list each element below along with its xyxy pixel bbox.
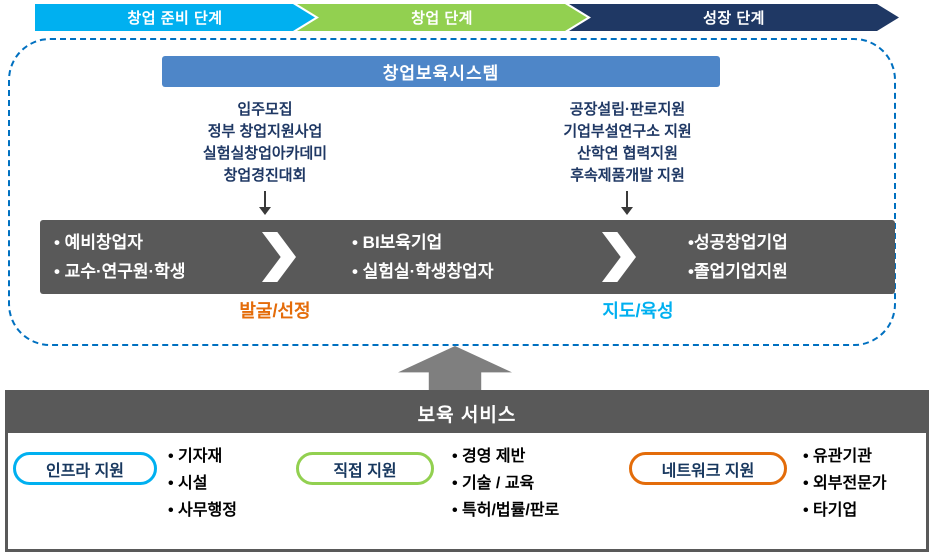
infra-support-items: • 기자재 • 시설 • 사무행정 bbox=[168, 443, 237, 524]
services-title-bar: 보육 서비스 bbox=[8, 393, 926, 433]
pipeline-stage-candidates: • 예비창업자 • 교수·연구원·학생 bbox=[54, 228, 185, 286]
service-item: • 타기업 bbox=[803, 502, 858, 519]
incubation-system-container bbox=[8, 38, 896, 346]
service-item: • 외부전문가 bbox=[803, 475, 887, 492]
network-support-badge: 네트워크 지원 bbox=[629, 452, 787, 485]
program-line: 기업부설연구소 지원 bbox=[563, 123, 692, 140]
service-item: • 사무행정 bbox=[168, 502, 237, 519]
stage-startup-label: 창업 단계 bbox=[411, 10, 473, 27]
pipeline-line: •성공창업기업 bbox=[688, 233, 788, 252]
program-line: 공장설립·판로지원 bbox=[569, 101, 686, 118]
service-item: • 경영 제반 bbox=[452, 448, 526, 465]
network-support-items: • 유관기관 • 외부전문가 • 타기업 bbox=[803, 443, 887, 524]
pipeline-line: • 예비창업자 bbox=[54, 233, 143, 252]
incubation-services-box: 보육 서비스 인프라 지원 • 기자재 • 시설 • 사무행정 직접 지원 • … bbox=[5, 390, 929, 552]
network-support-label: 네트워크 지원 bbox=[661, 462, 755, 480]
incubation-system-title: 창업보육시스템 bbox=[382, 64, 500, 83]
pipeline-stage-graduated: •성공창업기업 •졸업기업지원 bbox=[688, 228, 788, 286]
services-title: 보육 서비스 bbox=[417, 404, 517, 426]
growth-support-programs-list: 공장설립·판로지원 기업부설연구소 지원 산학연 협력지원 후속제품개발 지원 bbox=[510, 99, 745, 187]
program-line: 실험실창업아카데미 bbox=[202, 145, 328, 162]
up-arrow-icon bbox=[398, 346, 512, 390]
pipeline-line: • BI보육기업 bbox=[352, 233, 443, 252]
discover-select-label: 발굴/선정 bbox=[239, 301, 311, 321]
stage-arrow-growth: 성장 단계 bbox=[569, 4, 899, 31]
pipeline-line: • 실험실·학생창업자 bbox=[352, 262, 494, 281]
pipeline-line: •졸업기업지원 bbox=[688, 262, 788, 281]
direct-support-badge: 직접 지원 bbox=[296, 452, 434, 485]
program-line: 후속제품개발 지원 bbox=[570, 167, 685, 184]
service-item: • 유관기관 bbox=[803, 448, 872, 465]
guide-foster-label: 지도/육성 bbox=[602, 301, 674, 321]
down-arrow-icon bbox=[621, 191, 633, 215]
service-item: • 기술 / 교육 bbox=[452, 475, 535, 492]
stage-growth-label: 성장 단계 bbox=[703, 10, 765, 27]
pre-startup-programs-list: 입주모집 정부 창업지원사업 실험실창업아카데미 창업경진대회 bbox=[155, 99, 375, 187]
infra-support-label: 인프라 지원 bbox=[45, 462, 125, 480]
program-line: 정부 창업지원사업 bbox=[207, 123, 323, 140]
service-item: • 시설 bbox=[168, 475, 208, 492]
stage-arrow-startup: 창업 단계 bbox=[297, 4, 587, 31]
program-line: 창업경진대회 bbox=[223, 167, 307, 184]
service-item: • 기자재 bbox=[168, 448, 223, 465]
pipeline-line: • 교수·연구원·학생 bbox=[54, 262, 186, 281]
program-line: 입주모집 bbox=[237, 101, 293, 118]
direct-support-items: • 경영 제반 • 기술 / 교육 • 특허/법률/판로 bbox=[452, 443, 559, 524]
pipeline-bar: • 예비창업자 • 교수·연구원·학생 • BI보육기업 • 실험실·학생창업자… bbox=[40, 220, 895, 294]
chevron-right-icon bbox=[602, 232, 636, 282]
stage-arrow-preparation: 창업 준비 단계 bbox=[35, 4, 315, 31]
stage-preparation-label: 창업 준비 단계 bbox=[127, 10, 223, 27]
service-item: • 특허/법률/판로 bbox=[452, 502, 560, 519]
program-line: 산학연 협력지원 bbox=[577, 145, 678, 162]
chevron-right-icon bbox=[262, 232, 296, 282]
direct-support-label: 직접 지원 bbox=[333, 462, 397, 480]
incubation-system-title-bar: 창업보육시스템 bbox=[162, 56, 720, 87]
pipeline-stage-incubated: • BI보육기업 • 실험실·학생창업자 bbox=[352, 228, 493, 286]
down-arrow-icon bbox=[259, 191, 271, 215]
infra-support-badge: 인프라 지원 bbox=[13, 452, 157, 485]
